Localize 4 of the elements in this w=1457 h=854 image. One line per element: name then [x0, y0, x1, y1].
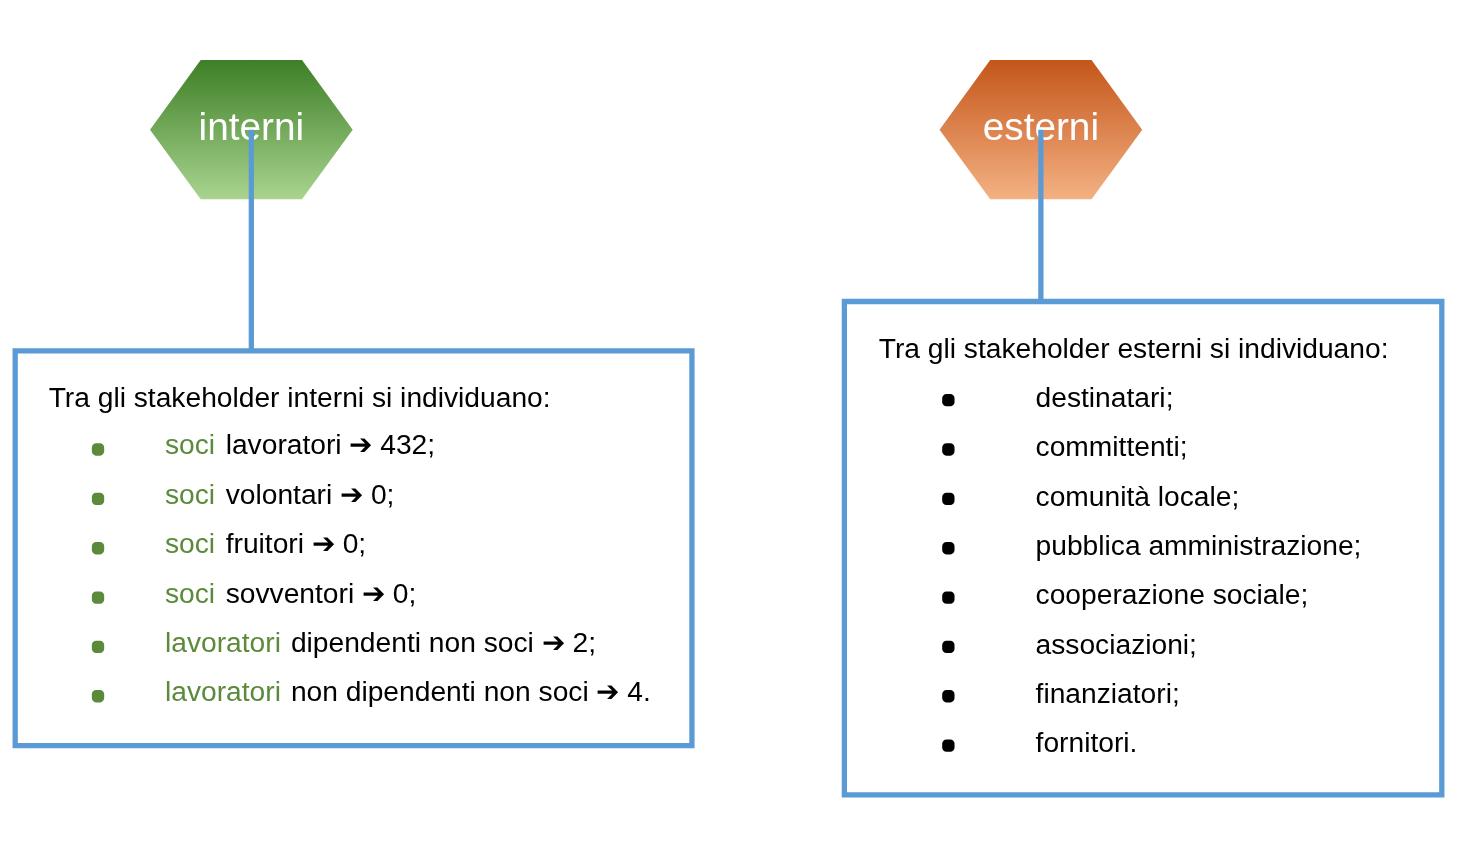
connector [248, 129, 254, 351]
connector [1038, 129, 1044, 301]
node-box: Tra gli stakeholder interni si individuano: soci lavoratori ➔ 432; soci volontari ➔ 0; soci fruitori ➔ 0; soci sovventori ➔ 0; lavoratori dipendenti non soci ➔ 2; lavoratori non dipendenti non soci ➔ 4. [12, 347, 695, 748]
node-box: Tra gli stakeholder esterni si individuano: destinatari; committenti; comunità locale; pubblica amministrazione; cooperazione sociale; associazioni; finanziatori; fornitori. [841, 298, 1445, 798]
